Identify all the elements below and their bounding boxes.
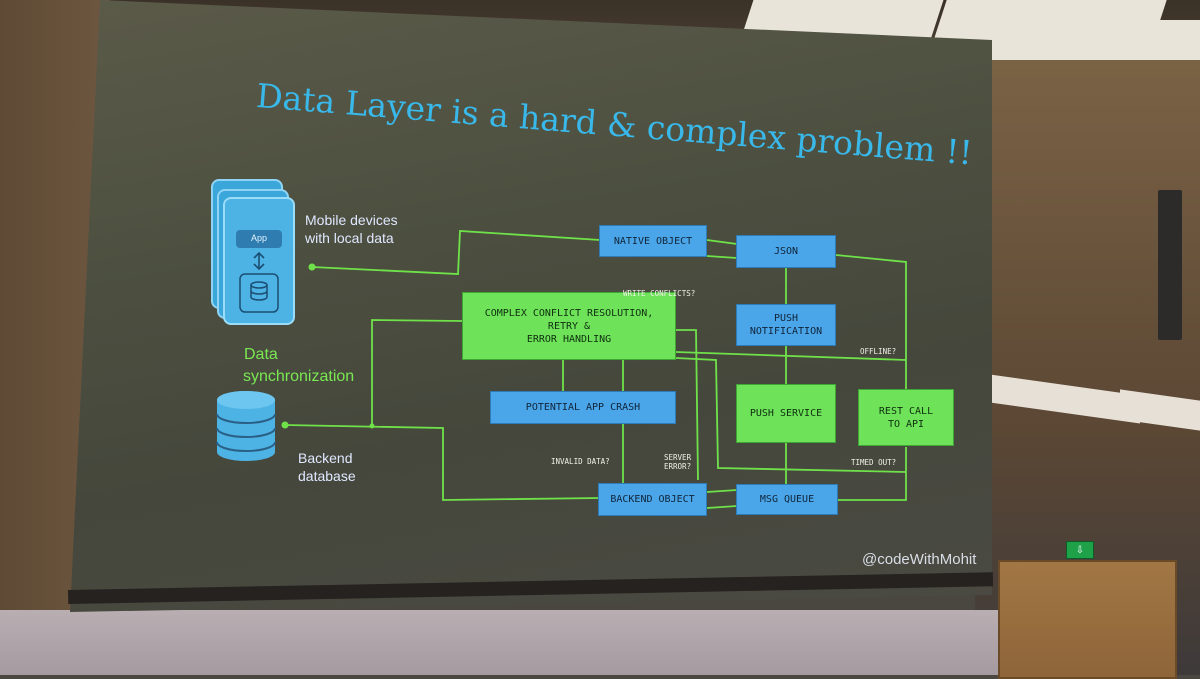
rest-call-line1: REST CALL — [878, 405, 934, 417]
wall-speaker — [1158, 190, 1182, 340]
conflict-line2: RETRY & — [547, 320, 591, 332]
invalid-data-tag: INVALID DATA? — [551, 457, 610, 466]
exit-sign: ⇩ — [1066, 541, 1094, 559]
connector-mobile-native — [311, 230, 601, 275]
backend-label-line1: Backend — [298, 450, 353, 466]
sync-line1: Data — [244, 346, 278, 363]
server-error-line1: SERVER — [664, 453, 692, 462]
connector-db-backend — [284, 424, 601, 501]
conflict-line3: ERROR HANDLING — [526, 333, 612, 345]
backend-object-box: BACKEND OBJECT — [598, 483, 707, 516]
msg-queue-box: MSG QUEUE — [736, 484, 838, 515]
timed-out-tag: TIMED OUT? — [851, 458, 897, 467]
connector-node — [281, 421, 289, 429]
connector-conflict-timeout — [675, 357, 907, 473]
connector-conflict-json — [676, 329, 699, 481]
database-icon — [216, 391, 276, 461]
potential-crash-box: POTENTIAL APP CRASH — [490, 391, 676, 424]
write-conflicts-tag: WRITE CONFLICTS? — [623, 289, 696, 298]
connector-queue-backend-back — [706, 505, 738, 509]
sync-line2: synchronization — [243, 368, 355, 386]
connector-native-json — [706, 239, 738, 245]
connector-node — [369, 423, 375, 429]
mobile-devices-label: Mobile devices with local data — [305, 211, 398, 247]
push-notification-line1: PUSH — [773, 313, 799, 324]
author-handle: @codeWithMohit — [862, 551, 977, 568]
push-notification-line2: NOTIFICATION — [749, 326, 823, 337]
connector-rest-queue — [838, 447, 907, 501]
connector-sync-conflict — [371, 319, 463, 426]
connector-json-rest — [835, 254, 907, 390]
door — [998, 560, 1177, 679]
connector-backend-queue — [706, 489, 738, 493]
lower-wall — [0, 610, 1000, 675]
app-chip: App — [250, 233, 267, 244]
connector-json-native-back — [706, 255, 738, 259]
connector-node — [308, 263, 316, 271]
rest-call-box: REST CALL TO API — [858, 389, 954, 446]
push-notification-box: PUSH NOTIFICATION — [736, 304, 836, 346]
connector-conflict-offline — [675, 351, 907, 361]
offline-tag: OFFLINE? — [860, 347, 897, 356]
mobile-label-line2: with local data — [305, 230, 394, 247]
backend-database-label: Backend database — [298, 449, 356, 485]
json-box: JSON — [736, 235, 836, 268]
server-error-tag: SERVER ERROR? — [664, 453, 691, 472]
phone-stack-icon — [211, 179, 295, 325]
mobile-label-line1: Mobile devices — [305, 212, 398, 228]
native-object-box: NATIVE OBJECT — [599, 225, 707, 257]
data-sync-label: Data synchronization — [243, 344, 354, 389]
push-service-box: PUSH SERVICE — [736, 384, 836, 443]
backend-label-line2: database — [298, 468, 356, 485]
rest-call-line2: TO API — [887, 418, 925, 430]
server-error-line2: ERROR? — [664, 462, 692, 472]
conflict-line1: COMPLEX CONFLICT RESOLUTION, — [484, 307, 654, 319]
conflict-resolution-box: COMPLEX CONFLICT RESOLUTION, RETRY & ERR… — [462, 292, 676, 360]
